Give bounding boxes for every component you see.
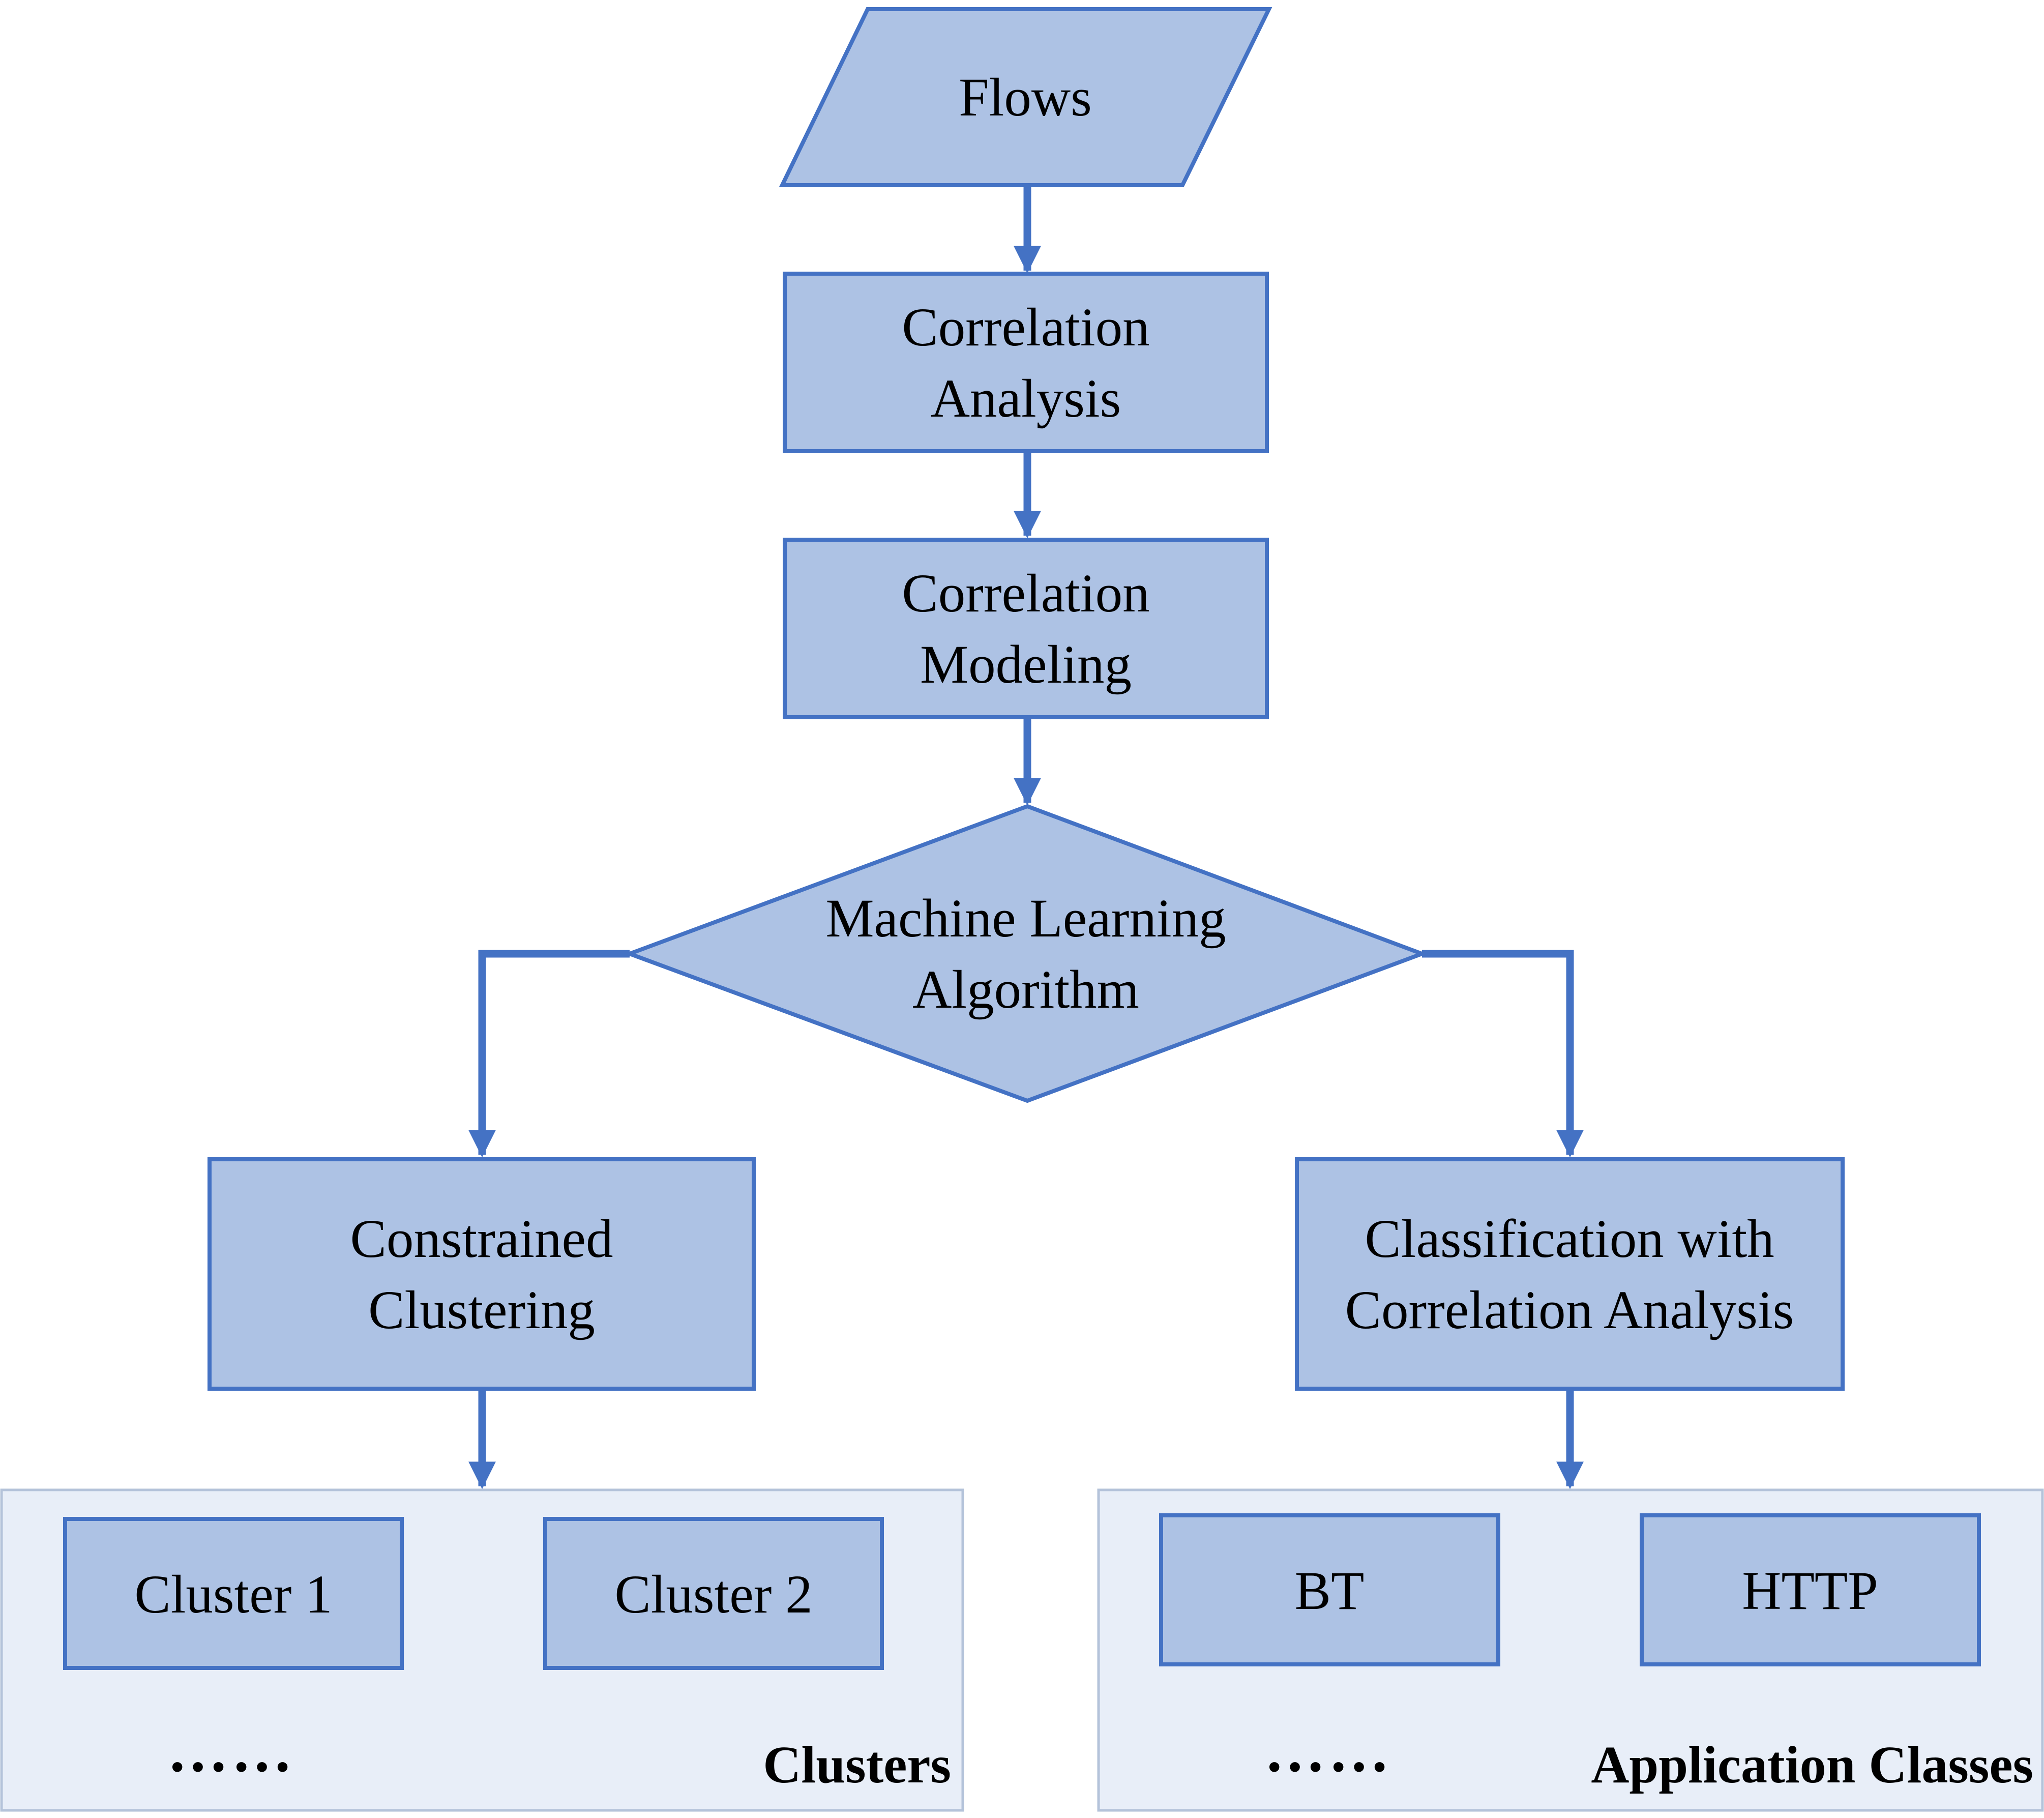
clusters-label: Clusters [763, 1736, 951, 1794]
http-label: HTTP [1742, 1561, 1878, 1621]
cluster-1-node: Cluster 1 [63, 1517, 404, 1670]
constrained-clustering-shape [208, 1157, 756, 1391]
edge-machine-learning-to-classification [1422, 950, 1584, 1158]
constrained-clustering-label-line-2: Clustering [368, 1280, 595, 1340]
http-shape [1640, 1513, 1981, 1666]
correlation-analysis-label-line-2: Analysis [931, 369, 1121, 429]
application-classes-ellipsis: …… [1264, 1717, 1393, 1784]
flows-node: Flows [779, 7, 1272, 187]
cluster-2-node: Cluster 2 [543, 1517, 884, 1670]
flows-shape [779, 7, 1272, 187]
cluster-2-label: Cluster 2 [614, 1565, 812, 1625]
bt-shape [1159, 1513, 1500, 1666]
machine-learning-label-line-1: Machine Learning [825, 889, 1226, 949]
constrained-clustering-label-line-1: Constrained [350, 1209, 613, 1269]
edge-machine-learning-to-constrained-clustering [468, 950, 630, 1158]
classification-label-line-1: Classification with [1365, 1209, 1774, 1269]
edges [468, 185, 1584, 1489]
flows-label: Flows [959, 68, 1092, 128]
correlation-analysis-label-line-1: Correlation [902, 298, 1149, 358]
machine-learning-label-line-2: Algorithm [912, 960, 1139, 1020]
cluster-1-shape [63, 1517, 404, 1670]
machine-learning-shape [624, 804, 1428, 1103]
classification-shape [1295, 1157, 1845, 1391]
correlation-modeling-shape [783, 538, 1269, 719]
classification-label-line-2: Correlation Analysis [1345, 1280, 1794, 1340]
flows-label-line-1: Flows [959, 68, 1092, 128]
http-node: HTTP [1640, 1513, 1981, 1666]
cluster-2-shape [543, 1517, 884, 1670]
application-classes-label: Application Classes [1591, 1736, 2033, 1794]
cluster-1-label: Cluster 1 [134, 1565, 332, 1625]
bt-node: BT [1159, 1513, 1500, 1666]
correlation-analysis-shape [783, 272, 1269, 453]
correlation-modeling-label-line-1: Correlation [902, 564, 1149, 624]
correlation-modeling-label-line-2: Modeling [920, 635, 1132, 695]
bt-label: BT [1295, 1561, 1365, 1621]
clusters-ellipsis: …… [167, 1717, 295, 1784]
